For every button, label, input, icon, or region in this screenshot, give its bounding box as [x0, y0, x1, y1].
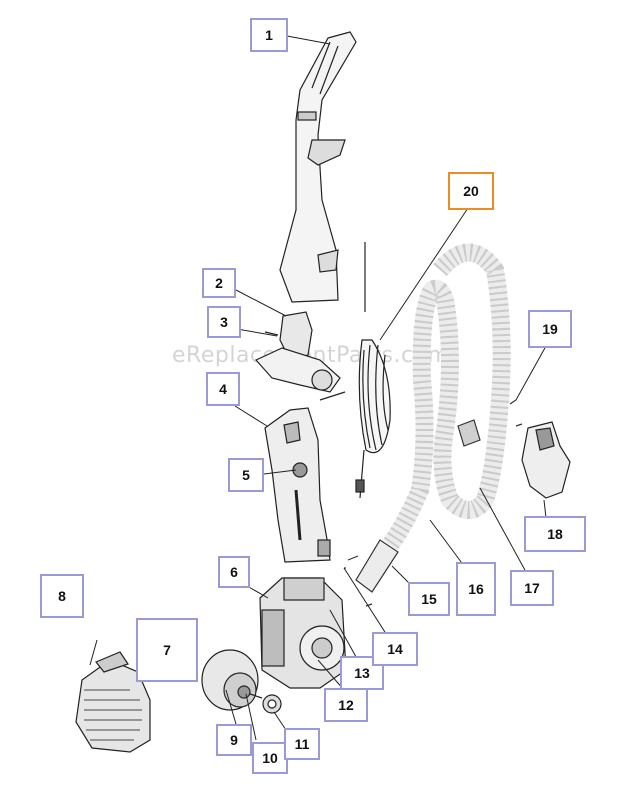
part-label-6[interactable]: 6: [218, 556, 250, 588]
part-label-15[interactable]: 15: [408, 582, 450, 616]
motor-housing-drawing: [259, 577, 347, 689]
part-label-3[interactable]: 3: [207, 306, 241, 338]
part-label-19[interactable]: 19: [528, 310, 572, 348]
dirt-cup-drawing: [75, 651, 151, 753]
part-label-8[interactable]: 8: [40, 574, 84, 618]
part-label-18[interactable]: 18: [524, 516, 586, 552]
part-label-16[interactable]: 16: [456, 562, 496, 616]
part-label-1[interactable]: 1: [250, 18, 288, 52]
body-cover-drawing: [264, 407, 331, 563]
part-label-2[interactable]: 2: [202, 268, 236, 298]
hose-drawing: [355, 243, 511, 593]
part-label-11[interactable]: 11: [284, 728, 320, 760]
part-label-7[interactable]: 7: [136, 618, 198, 682]
part-label-12[interactable]: 12: [324, 688, 368, 722]
handle-release-drawing: [255, 311, 346, 401]
part-label-4[interactable]: 4: [206, 372, 240, 406]
part-label-20[interactable]: 20: [448, 172, 494, 210]
part-label-14[interactable]: 14: [372, 632, 418, 666]
part-label-10[interactable]: 10: [252, 742, 288, 774]
bushing-drawing: [262, 694, 282, 714]
power-cord-drawing: [355, 242, 391, 499]
crevice-tool-drawing: [521, 421, 571, 499]
part-label-9[interactable]: 9: [216, 724, 252, 756]
motor-drawing: [201, 649, 263, 711]
part-label-17[interactable]: 17: [510, 570, 554, 606]
part-label-5[interactable]: 5: [228, 458, 264, 492]
handle-upper-drawing: [279, 31, 357, 303]
